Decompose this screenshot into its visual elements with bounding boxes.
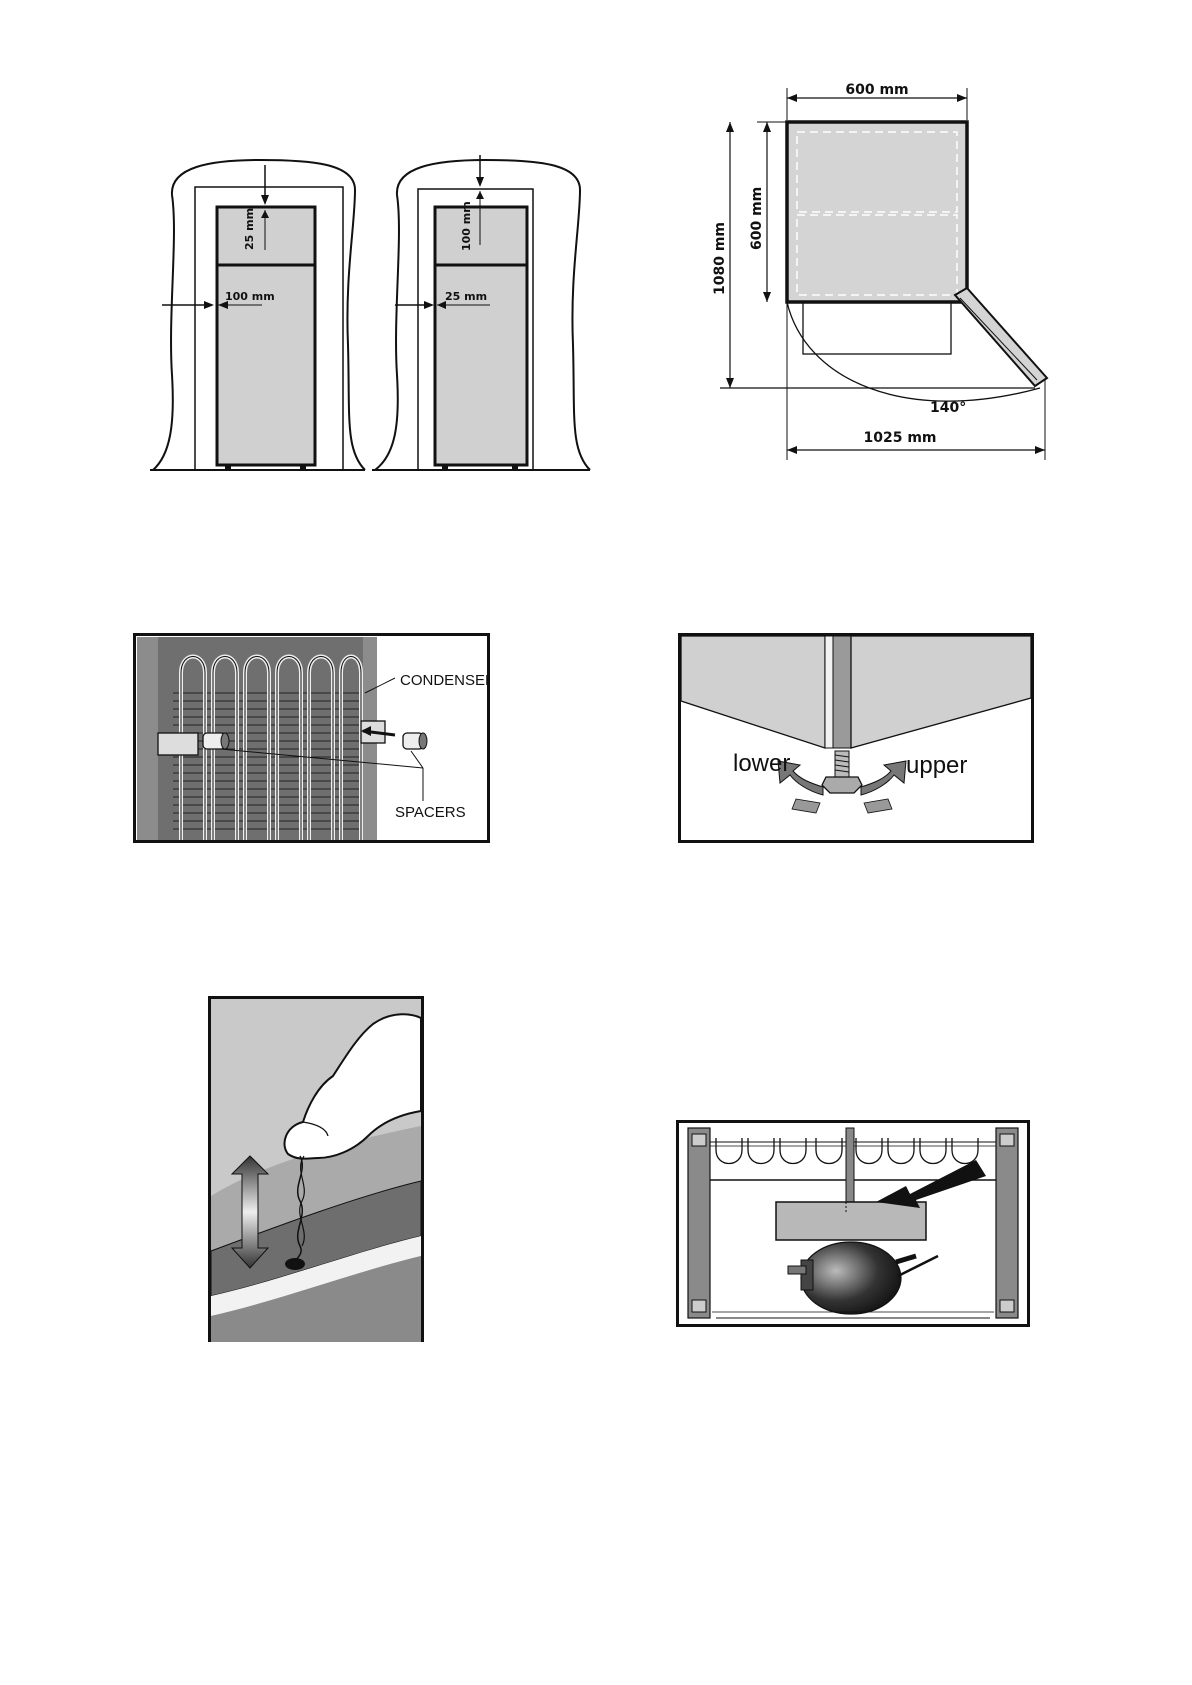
condenser-label: CONDENSER	[400, 672, 490, 689]
upper-label: upper	[906, 752, 967, 779]
dimensions-figure: 600 mm 600 mm 1080 mm 140° 1025 mm	[705, 80, 1085, 490]
compressor-diagram	[676, 1120, 1030, 1327]
clearance-figure: 25 mm 100 mm 100 mm 25 mm	[150, 155, 630, 475]
total-width-label: 1025 mm	[863, 430, 936, 446]
angle-label: 140°	[930, 400, 966, 416]
foot-nut	[822, 777, 862, 793]
dimensions-diagram: 600 mm 600 mm 1080 mm 140° 1025 mm	[705, 80, 1085, 490]
compressor	[801, 1242, 901, 1314]
depth-label: 600 mm	[749, 187, 765, 250]
feet-figure: lower upper	[678, 633, 1034, 843]
clearance-diagram: 25 mm 100 mm 100 mm 25 mm	[150, 155, 630, 475]
drain-diagram	[208, 996, 424, 1342]
height-open-label: 1080 mm	[712, 222, 728, 295]
feet-diagram: lower upper	[678, 633, 1034, 843]
width-label: 600 mm	[845, 82, 908, 98]
left-top-gap-label: 25 mm	[243, 208, 256, 250]
left-fridge	[217, 207, 315, 465]
left-side-gap-label: 100 mm	[225, 290, 275, 303]
evaporation-tray	[776, 1202, 926, 1240]
drain-hole	[285, 1258, 305, 1270]
condenser-figure: CONDENSER SPACERS	[133, 633, 490, 843]
spacers-label: SPACERS	[395, 804, 466, 821]
right-side-gap-label: 25 mm	[445, 290, 487, 303]
drain-figure	[208, 996, 424, 1342]
lower-label: lower	[733, 750, 790, 777]
compressor-figure	[676, 1120, 1030, 1327]
right-fridge	[435, 207, 527, 465]
open-door	[955, 288, 1047, 386]
right-top-gap-label: 100 mm	[460, 201, 473, 251]
condenser-diagram: CONDENSER SPACERS	[133, 633, 490, 843]
